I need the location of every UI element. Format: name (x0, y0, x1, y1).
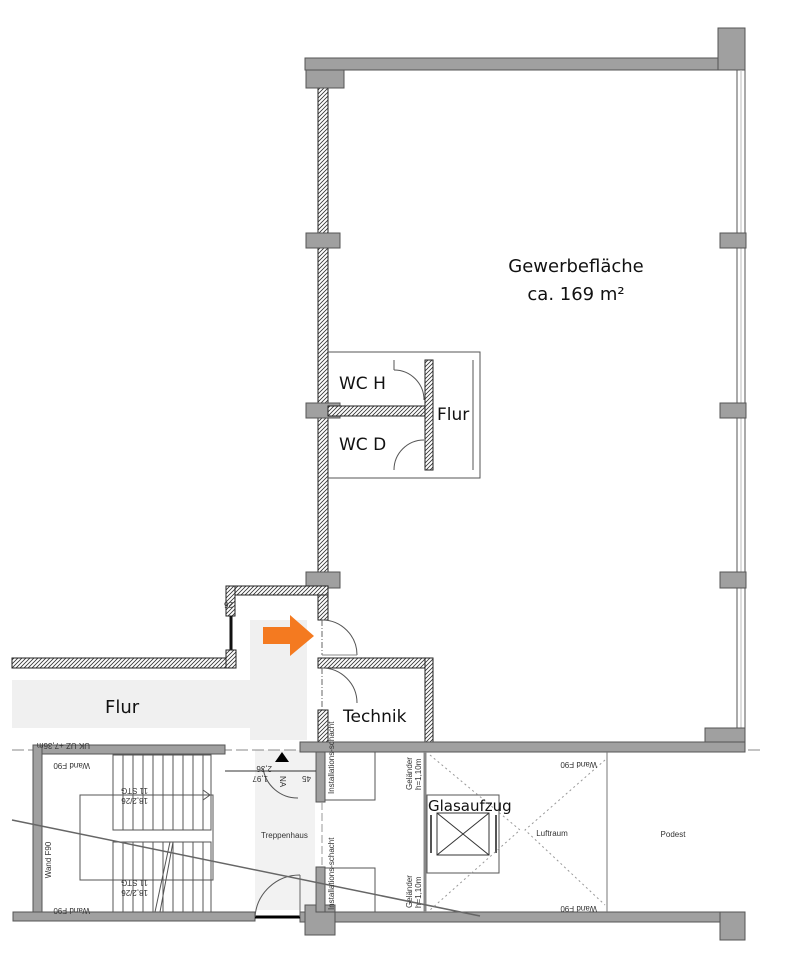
room-area-gewerbeflaeche: ca. 169 m² (527, 284, 624, 305)
na-label: NA (278, 776, 287, 788)
room-label-gewerbeflaeche: Gewerbefläche (508, 256, 643, 277)
corridor-walls (11, 585, 358, 669)
room-label-luftraum: Luftraum (536, 829, 568, 838)
gelaender-upper: Geländer (405, 757, 414, 790)
room-label-wc-d: WC D (339, 435, 386, 455)
stair-dim-upper: 18,2/26 (121, 796, 148, 805)
staircase (79, 754, 214, 913)
room-label-treppenhaus: Treppenhaus (261, 831, 308, 840)
gelaender-height-upper: h=1,10m (414, 758, 423, 790)
level-marker-icon (275, 752, 289, 762)
gelaender-lower: Geländer (405, 875, 414, 908)
dimension-197: 1,97 (252, 774, 268, 783)
stair-count-lower: 11 STG (121, 878, 148, 887)
dimension-26: 26 (224, 600, 233, 609)
wc-block (327, 351, 481, 479)
technik-room (317, 657, 434, 743)
installationsschacht-upper: Installations-schacht (327, 721, 336, 794)
room-label-podest: Podest (661, 830, 687, 839)
wand-f90-note: Wand F90 (44, 841, 53, 878)
stair-count-upper: 11 STG (121, 786, 148, 795)
wand-f90-note: Wand F90 (53, 906, 90, 915)
room-label-flur-wc: Flur (437, 405, 469, 425)
room-label-flur: Flur (105, 697, 140, 718)
wand-f90-note: Wand F90 (560, 904, 597, 913)
room-label-technik: Technik (342, 707, 407, 727)
uk-uz-note: UK UZ +7,36m (37, 741, 90, 750)
wand-f90-note: Wand F90 (53, 761, 90, 770)
entrance-arrow-icon (263, 615, 314, 656)
wand-f90-note: Wand F90 (560, 760, 597, 769)
stair-dim-lower: 18,2/26 (121, 888, 148, 897)
lower-walls (11, 741, 760, 941)
installationsschacht-lower: Installations-schacht (327, 837, 336, 910)
room-label-wc-h: WC H (339, 374, 386, 394)
glass-elevator (426, 794, 500, 874)
dimension-236: 2,36 (256, 764, 272, 773)
gelaender-height-lower: h=1,10m (414, 876, 423, 908)
room-label-glasaufzug: Glasaufzug (428, 797, 512, 815)
dimension-45: 45 (302, 774, 311, 783)
